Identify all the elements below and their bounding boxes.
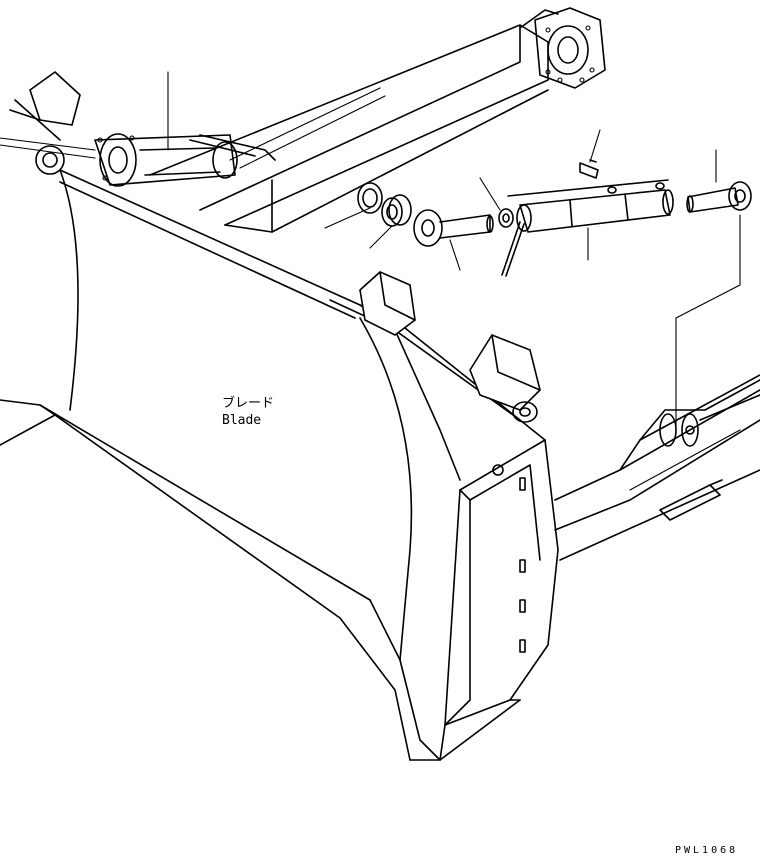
tilt-cylinder-left [0,71,276,187]
grease-fitting [579,129,601,179]
rod-end-pin [686,149,752,213]
lower-push-arm [554,374,760,561]
blade [0,169,546,761]
trunnion-flange [519,7,606,89]
cylinder-body [501,179,674,277]
blade-end-bit [439,439,559,761]
blade-bracket-right [469,334,541,423]
washer [479,177,514,228]
pin-eye [413,209,494,271]
leader-line-pin [675,214,741,431]
snap-ring [324,182,383,229]
blade-label-en: Blade [222,413,261,428]
drawing-code: PWL1068 [675,845,738,856]
blade-bracket-middle [359,271,416,336]
bushing [369,194,412,249]
blade-label-jp: ブレード [222,395,274,411]
upper-push-arm [149,24,549,233]
